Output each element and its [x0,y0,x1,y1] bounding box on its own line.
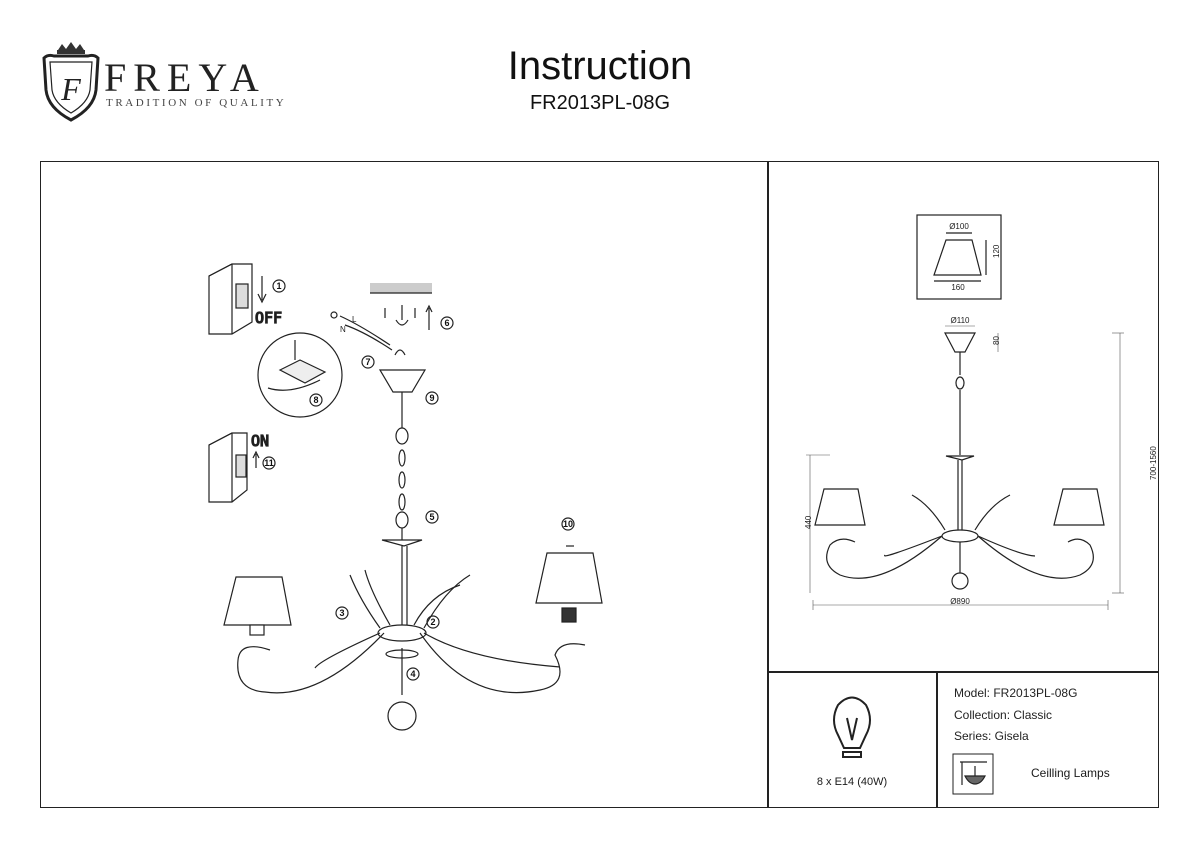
dim-shade-height: 120 [992,244,1001,258]
info-collection: Collection: Classic [954,708,1053,722]
brand-tagline: TRADITION OF QUALITY [106,97,287,109]
step-number: 8 [313,395,318,405]
on-label: ON [251,432,269,450]
brand-name: FREYA [104,55,266,100]
dimension-lines [806,325,1124,610]
off-label: OFF [255,309,282,327]
brand-logo: F [36,40,296,124]
model-number: FR2013PL-08G [529,92,671,114]
dim-height-range: 700-1560 [1149,446,1158,480]
shade-detail-icon [933,239,982,276]
wire-label: N [340,325,346,334]
step-number: 6 [444,318,449,328]
info-series: Series: Gisela [954,729,1029,743]
switch-on-icon [208,432,260,503]
bulb-spec: 8 x E14 (40W) [816,776,888,788]
shade-detail-box [916,214,1002,300]
svg-text:F: F [60,71,81,107]
wire-label: L [352,315,357,324]
ceiling-mount [370,283,433,330]
lamp-shade-left [223,576,292,626]
dim-canopy-height: 80 [992,336,1001,345]
dim-width: Ø890 [950,597,970,606]
lamp-shade-right [535,552,603,604]
switch-off-icon [208,263,267,335]
ceiling-lamp-icon [952,753,994,795]
info-model: Model: FR2013PL-08G [954,686,1078,700]
crest-icon: F [42,42,100,122]
chandelier-body [237,539,586,731]
dim-shade-top: Ø100 [949,222,969,231]
step-number: 1 [276,281,281,291]
step-markers [262,279,575,681]
step-number: 11 [264,458,274,468]
dim-body-height: 440 [804,515,813,529]
step-number: 3 [339,608,344,618]
step-number: 9 [429,393,434,403]
light-bulb-icon [833,696,871,758]
content-frame [40,161,1159,808]
step-number: 10 [563,519,573,529]
step-number: 2 [430,617,435,627]
dim-shade-bottom: 160 [951,283,965,292]
divider-info [936,671,938,808]
chandelier-elevation [814,332,1105,590]
canopy [378,369,427,393]
page-title: Instruction [507,44,693,88]
info-lamp-type: Ceilling Lamps [1031,766,1110,780]
step-number: 4 [410,669,415,679]
step-number: 7 [365,357,370,367]
terminal-magnifier [257,332,343,418]
divider-horizontal [767,671,1159,673]
step-number: 5 [429,512,434,522]
divider-vertical [767,161,769,808]
wires [339,315,391,346]
dim-canopy: Ø110 [951,316,971,325]
